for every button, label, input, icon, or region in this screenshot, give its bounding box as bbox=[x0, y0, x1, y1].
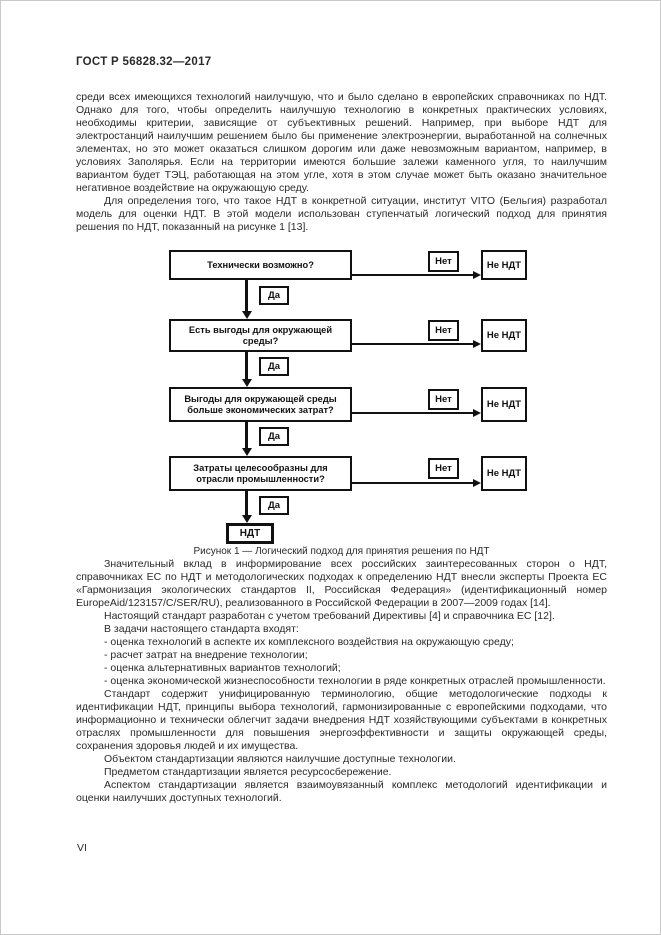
connector-line bbox=[245, 491, 248, 515]
not-bat-box: Не НДТ bbox=[481, 319, 527, 352]
connector-line bbox=[352, 343, 473, 345]
decision-box: Есть выгоды для окружающей среды? bbox=[169, 319, 352, 352]
yes-label: Да bbox=[259, 286, 289, 305]
list-item: - оценка технологий в аспекте их комплек… bbox=[104, 636, 514, 648]
connector-line bbox=[245, 422, 248, 448]
paragraph: Настоящий стандарт разработан с учетом т… bbox=[104, 610, 555, 622]
arrow-right-icon bbox=[473, 409, 481, 417]
list-item: - расчет затрат на внедрение технологии; bbox=[104, 649, 308, 661]
no-label: Нет bbox=[428, 389, 459, 410]
figure-flowchart: Технически возможно? Нет Не НДТ Да Есть … bbox=[76, 249, 607, 545]
paragraph: Стандарт содержит унифицированную термин… bbox=[76, 688, 607, 752]
yes-label: Да bbox=[259, 496, 289, 515]
connector-line bbox=[352, 482, 473, 484]
arrow-right-icon bbox=[473, 271, 481, 279]
paragraph: Объектом стандартизации являются наилучш… bbox=[104, 753, 456, 765]
figure-caption: Рисунок 1 — Логический подход для принят… bbox=[193, 546, 490, 557]
connector-line bbox=[245, 352, 248, 379]
paragraph: Значительный вклад в информирование всех… bbox=[76, 558, 607, 609]
paragraph: В задачи настоящего стандарта входят: bbox=[104, 623, 299, 635]
decision-box: Технически возможно? bbox=[169, 250, 352, 280]
no-label: Нет bbox=[428, 251, 459, 272]
no-label: Нет bbox=[428, 458, 459, 479]
list-item: - оценка экономической жизнеспособности … bbox=[104, 675, 606, 687]
no-label: Нет bbox=[428, 320, 459, 341]
list-item: - оценка альтернативных вариантов технол… bbox=[104, 662, 341, 674]
connector-line bbox=[245, 280, 248, 311]
page-number: VI bbox=[77, 842, 87, 854]
paragraph: Аспектом стандартизации является взаимоу… bbox=[76, 779, 607, 804]
arrow-down-icon bbox=[242, 515, 252, 523]
decision-box: Затраты целесообразны для отрасли промыш… bbox=[169, 456, 352, 491]
decision-box: Выгоды для окружающей среды больше эконо… bbox=[169, 387, 352, 422]
paragraph: среди всех имеющихся технологий наилучшу… bbox=[76, 91, 607, 194]
arrow-down-icon bbox=[242, 448, 252, 456]
not-bat-box: Не НДТ bbox=[481, 456, 527, 491]
paragraph: Предметом стандартизации является ресурс… bbox=[104, 766, 392, 778]
bat-result-box: НДТ bbox=[226, 523, 274, 544]
paragraph: Для определения того, что такое НДТ в ко… bbox=[76, 195, 607, 233]
connector-line bbox=[352, 274, 473, 276]
arrow-right-icon bbox=[473, 479, 481, 487]
yes-label: Да bbox=[259, 427, 289, 446]
arrow-right-icon bbox=[473, 340, 481, 348]
document-body: среди всех имеющихся технологий наилучшу… bbox=[76, 91, 607, 805]
arrow-down-icon bbox=[242, 379, 252, 387]
document-header: ГОСТ Р 56828.32—2017 bbox=[76, 56, 212, 68]
connector-line bbox=[352, 412, 473, 414]
yes-label: Да bbox=[259, 357, 289, 376]
not-bat-box: Не НДТ bbox=[481, 387, 527, 422]
arrow-down-icon bbox=[242, 311, 252, 319]
not-bat-box: Не НДТ bbox=[481, 250, 527, 280]
